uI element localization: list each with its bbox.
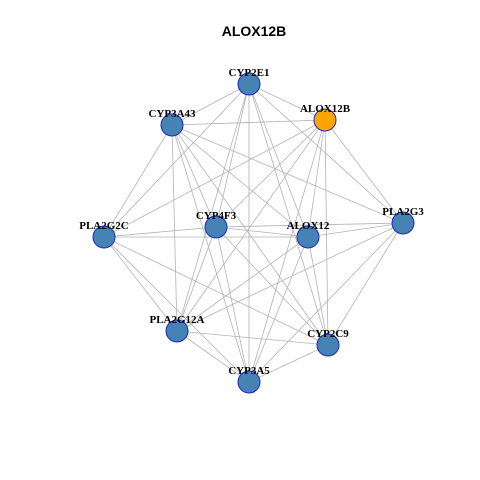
node-label-pla2g12a: PLA2G12A xyxy=(150,314,205,326)
edge-alox12b-cyp3a5 xyxy=(248,119,326,383)
edge-cyp3a43-cyp3a5 xyxy=(171,124,250,383)
edge-cyp3a43-cyp4f3 xyxy=(171,124,217,228)
edge-cyp3a43-pla2g2c xyxy=(103,124,173,238)
node-label-cyp2c9: CYP2C9 xyxy=(307,328,349,340)
edge-pla2g3-cyp3a5 xyxy=(248,222,404,383)
edge-pla2g3-pla2g12a xyxy=(176,222,404,332)
node-cyp3a43[interactable] xyxy=(160,113,184,137)
edge-cyp2e1-cyp4f3 xyxy=(215,83,250,228)
edge-cyp2e1-alox12b xyxy=(248,83,326,121)
edge-pla2g2c-pla2g12a xyxy=(103,236,178,332)
node-pla2g3[interactable] xyxy=(391,211,415,235)
node-layer xyxy=(92,72,415,394)
edge-cyp2e1-cyp2c9 xyxy=(248,83,329,346)
edge-alox12-pla2g3 xyxy=(307,222,404,238)
edge-pla2g2c-cyp4f3 xyxy=(103,226,217,238)
label-layer: CYP2E1ALOX12BCYP3A43PLA2G2CCYP4F3ALOX12P… xyxy=(79,67,424,377)
edge-cyp4f3-alox12 xyxy=(215,226,309,238)
edge-cyp2e1-pla2g2c xyxy=(103,83,250,238)
edge-cyp2c9-cyp3a5 xyxy=(248,344,329,383)
node-alox12b[interactable] xyxy=(313,108,337,132)
node-label-pla2g2c: PLA2G2C xyxy=(79,220,129,232)
edge-cyp4f3-pla2g3 xyxy=(215,222,404,228)
edge-pla2g2c-cyp3a5 xyxy=(103,236,250,383)
node-label-cyp4f3: CYP4F3 xyxy=(196,210,237,222)
node-pla2g2c[interactable] xyxy=(92,225,116,249)
edge-cyp2e1-pla2g3 xyxy=(248,83,404,224)
edge-cyp4f3-pla2g12a xyxy=(176,226,217,332)
edge-alox12b-cyp2c9 xyxy=(324,119,329,346)
node-cyp3a5[interactable] xyxy=(237,370,261,394)
edge-alox12-pla2g12a xyxy=(176,236,309,332)
node-pla2g12a[interactable] xyxy=(165,319,189,343)
node-label-cyp2e1: CYP2E1 xyxy=(229,67,270,79)
node-label-cyp3a43: CYP3A43 xyxy=(148,108,196,120)
edge-cyp3a43-alox12 xyxy=(171,124,309,238)
edge-cyp2e1-pla2g12a xyxy=(176,83,250,332)
edge-alox12b-alox12 xyxy=(307,119,326,238)
edge-pla2g12a-cyp2c9 xyxy=(176,330,329,346)
edge-alox12b-pla2g2c xyxy=(103,119,326,238)
edge-cyp3a43-alox12b xyxy=(171,119,326,126)
edge-alox12-cyp2c9 xyxy=(307,236,329,346)
edge-alox12b-pla2g3 xyxy=(324,119,404,224)
diagram-title: ALOX12B xyxy=(222,23,287,39)
edge-cyp3a43-pla2g12a xyxy=(171,124,178,332)
node-cyp4f3[interactable] xyxy=(204,215,228,239)
node-cyp2e1[interactable] xyxy=(237,72,261,96)
node-label-alox12: ALOX12 xyxy=(287,220,330,232)
node-cyp2c9[interactable] xyxy=(316,333,340,357)
node-alox12[interactable] xyxy=(296,225,320,249)
edge-pla2g2c-cyp2c9 xyxy=(103,236,329,346)
edge-layer xyxy=(103,83,404,383)
edge-pla2g12a-cyp3a5 xyxy=(176,330,250,383)
edge-alox12-cyp3a5 xyxy=(248,236,309,383)
edge-alox12b-cyp4f3 xyxy=(215,119,326,228)
node-label-alox12b: ALOX12B xyxy=(300,103,351,115)
node-label-cyp3a5: CYP3A5 xyxy=(228,365,270,377)
edge-pla2g3-cyp2c9 xyxy=(327,222,404,346)
node-label-pla2g3: PLA2G3 xyxy=(382,206,424,218)
edge-cyp3a43-cyp2c9 xyxy=(171,124,329,346)
edge-cyp2e1-cyp3a43 xyxy=(171,83,250,126)
edge-alox12b-pla2g12a xyxy=(176,119,326,332)
